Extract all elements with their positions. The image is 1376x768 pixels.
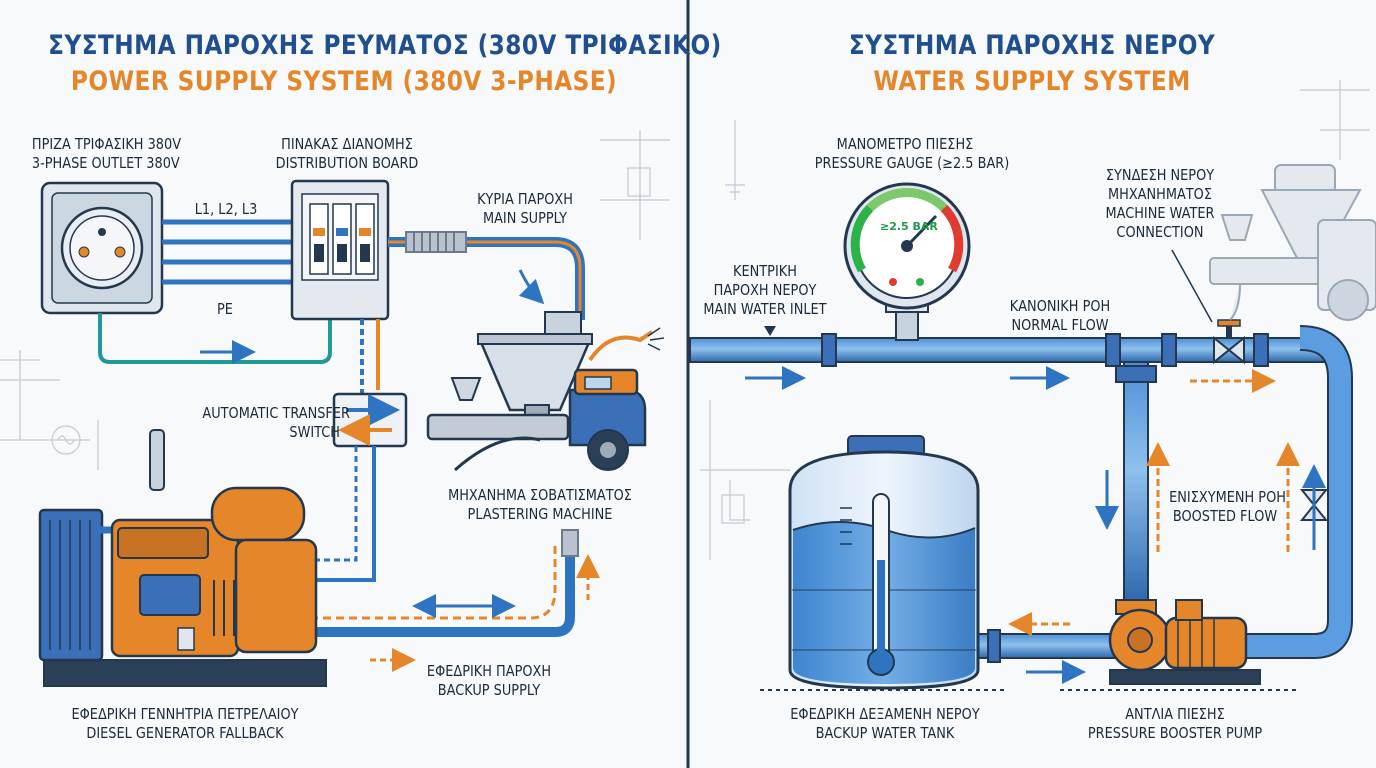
inlet-label: ΚΕΝΤΡΙΚΗ ΠΑΡΟΧΗ ΝΕΡΟΥ MAIN WATER INLET bbox=[701, 262, 830, 319]
tank-label: ΕΦΕΔΡΙΚΗ ΔΕΞΑΜΕΝΗ ΝΕΡΟΥ BACKUP WATER TAN… bbox=[778, 705, 993, 743]
pressure-gauge-icon bbox=[843, 182, 971, 341]
blueprint-sketch-left bbox=[0, 350, 99, 470]
board-label-english: DISTRIBUTION BOARD bbox=[275, 154, 419, 172]
inlet-label-line3: MAIN WATER INLET bbox=[703, 300, 827, 318]
outlet-label-english: 3-PHASE OUTLET 380V bbox=[31, 154, 180, 172]
machine-label-english: PLASTERING MACHINE bbox=[467, 505, 613, 523]
board-label: ΠΙΝΑΚΑΣ ΔΙΑΝΟΜΗΣ DISTRIBUTION BOARD bbox=[274, 135, 420, 173]
generator-label-greek: ΕΦΕΔΡΙΚΗ ΓΕΝΝΗΤΡΙΑ ΠΕΤΡΕΛΑΙΟΥ bbox=[71, 705, 299, 723]
cable-gland bbox=[405, 231, 467, 253]
pump-label: ΑΝΤΛΙΑ ΠΙΕΣΗΣ PRESSURE BOOSTER PUMP bbox=[1085, 705, 1266, 743]
inlet-label-line2: ΠΑΡΟΧΗ ΝΕΡΟΥ bbox=[713, 281, 817, 299]
blueprint-sketch-right-top bbox=[600, 80, 1370, 560]
backup-supply-label: ΕΦΕΔΡΙΚΗ ΠΑΡΟΧΗ BACKUP SUPPLY bbox=[425, 662, 554, 700]
main-supply-label-english: MAIN SUPPLY bbox=[482, 209, 568, 227]
valve-icon-top bbox=[1213, 319, 1245, 365]
gauge-dial-text: ≥2.5 BAR bbox=[880, 220, 938, 233]
board-label-greek: ΠΙΝΑΚΑΣ ΔΙΑΝΟΜΗΣ bbox=[281, 135, 413, 153]
normal-flow-label: ΚΑΝΟΝΙΚΗ ΡΟΗ NORMAL FLOW bbox=[1000, 297, 1120, 335]
gauge-label-english: PRESSURE GAUGE (≥2.5 BAR) bbox=[814, 154, 1010, 172]
machine-label-greek: ΜΗΧΑΝΗΜΑ ΣΟΒΑΤΙΣΜΑΤΟΣ bbox=[448, 486, 632, 504]
plastering-machine-icon bbox=[426, 311, 665, 472]
boosted-flow-label: ΕΝΙΣΧΥΜΕΝΗ ΡΟΗ BOOSTED FLOW bbox=[1169, 488, 1286, 526]
water-tank-icon bbox=[788, 435, 980, 690]
machine-connection-icon bbox=[1209, 164, 1376, 321]
main-supply-label: ΚΥΡΙΑ ΠΑΡΟΧΗ MAIN SUPPLY bbox=[465, 190, 585, 228]
generator-icon bbox=[38, 429, 327, 687]
phase-wires bbox=[98, 219, 332, 364]
outlet-icon bbox=[40, 181, 164, 315]
pump-label-greek: ΑΝΤΛΙΑ ΠΙΕΣΗΣ bbox=[1125, 705, 1225, 723]
machine-label: ΜΗΧΑΝΗΜΑ ΣΟΒΑΤΙΣΜΑΤΟΣ PLASTERING MACHINE bbox=[445, 486, 634, 524]
machine-connection-line1: ΣΥΝΔΕΣΗ ΝΕΡΟΥ bbox=[1105, 166, 1215, 184]
machine-connection-line3: MACHINE WATER bbox=[1105, 204, 1215, 222]
ats-label-line1: AUTOMATIC TRANSFER bbox=[202, 404, 350, 422]
machine-connection-line2: ΜΗΧΑΝΗΜΑΤΟΣ bbox=[1107, 185, 1212, 203]
generator-label-english: DIESEL GENERATOR FALLBACK bbox=[86, 724, 284, 742]
branch-pipe bbox=[1115, 361, 1157, 615]
power-title-english: POWER SUPPLY SYSTEM (380V 3-PHASE) bbox=[70, 66, 618, 97]
tank-label-english: BACKUP WATER TANK bbox=[815, 724, 955, 742]
boosted-flow-label-greek: ΕΝΙΣΧΥΜΕΝΗ ΡΟΗ bbox=[1169, 488, 1286, 506]
phases-label: L1, L2, L3 bbox=[194, 200, 258, 218]
inlet-label-line1: ΚΕΝΤΡΙΚΗ bbox=[733, 262, 797, 280]
backup-supply-label-english: BACKUP SUPPLY bbox=[437, 681, 541, 699]
machine-connection-label: ΣΥΝΔΕΣΗ ΝΕΡΟΥ ΜΗΧΑΝΗΜΑΤΟΣ MACHINE WATER … bbox=[1100, 166, 1220, 242]
main-water-pipe bbox=[689, 325, 1353, 659]
ats-label: AUTOMATIC TRANSFER SWITCH bbox=[202, 404, 350, 442]
tank-label-greek: ΕΦΕΔΡΙΚΗ ΔΕΞΑΜΕΝΗ ΝΕΡΟΥ bbox=[790, 705, 980, 723]
water-title-greek: ΣΥΣΤΗΜΑ ΠΑΡΟΧΗΣ ΝΕΡΟΥ bbox=[848, 30, 1216, 61]
backup-supply-cable bbox=[310, 540, 575, 637]
pump-label-english: PRESSURE BOOSTER PUMP bbox=[1087, 724, 1263, 742]
booster-pump-icon bbox=[1108, 599, 1261, 685]
main-supply-label-greek: ΚΥΡΙΑ ΠΑΡΟΧΗ bbox=[477, 190, 573, 208]
backup-supply-label-greek: ΕΦΕΔΡΙΚΗ ΠΑΡΟΧΗ bbox=[426, 662, 552, 680]
flow-arrows-water bbox=[745, 326, 1326, 684]
generator-label: ΕΦΕΔΡΙΚΗ ΓΕΝΝΗΤΡΙΑ ΠΕΤΡΕΛΑΙΟΥ DIESEL GEN… bbox=[43, 705, 327, 743]
ats-label-line2: SWITCH bbox=[289, 423, 340, 441]
water-title-english: WATER SUPPLY SYSTEM bbox=[873, 66, 1191, 97]
distribution-board-icon bbox=[290, 179, 390, 321]
machine-connection-line4: CONNECTION bbox=[1116, 223, 1204, 241]
boosted-flow-label-english: BOOSTED FLOW bbox=[1172, 507, 1278, 525]
normal-flow-label-greek: ΚΑΝΟΝΙΚΗ ΡΟΗ bbox=[1009, 297, 1111, 315]
power-title-greek: ΣΥΣΤΗΜΑ ΠΑΡΟΧΗΣ ΡΕΥΜΑΤΟΣ (380V ΤΡΙΦΑΣΙΚΟ… bbox=[48, 30, 722, 61]
earth-label: PE bbox=[217, 300, 233, 318]
normal-flow-label-english: NORMAL FLOW bbox=[1011, 316, 1109, 334]
outlet-label: ΠΡΙΖΑ ΤΡΙΦΑΣΙΚΗ 380V 3-PHASE OUTLET 380V bbox=[31, 135, 182, 173]
gauge-label: ΜΑΝΟΜΕΤΡΟ ΠΙΕΣΗΣ PRESSURE GAUGE (≥2.5 BA… bbox=[814, 135, 1010, 173]
gauge-label-greek: ΜΑΝΟΜΕΤΡΟ ΠΙΕΣΗΣ bbox=[836, 135, 974, 153]
outlet-label-greek: ΠΡΙΖΑ ΤΡΙΦΑΣΙΚΗ 380V bbox=[31, 135, 182, 153]
transfer-switch-icon bbox=[332, 392, 408, 448]
